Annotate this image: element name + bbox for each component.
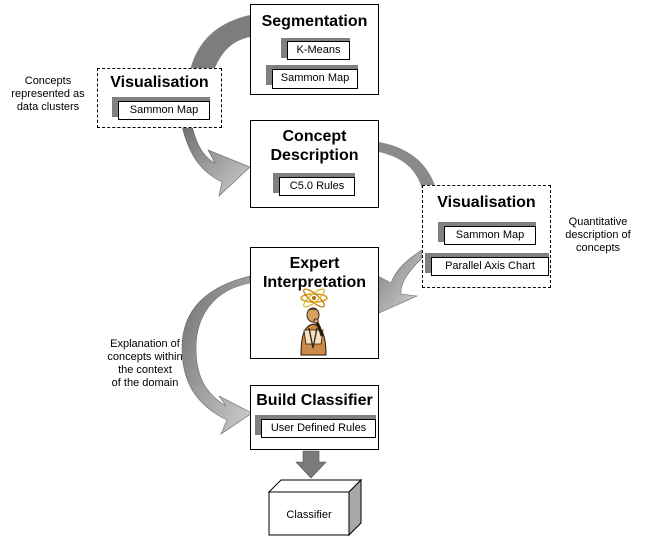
arrow-concept-to-visualisation bbox=[379, 142, 437, 192]
expert-interpretation-title: Expert Interpretation bbox=[262, 255, 367, 291]
visualisation-left-box: Visualisation Sammon Map bbox=[97, 68, 222, 128]
classifier-label: Classifier bbox=[286, 509, 332, 521]
method-chip: C5.0 Rules bbox=[273, 173, 355, 197]
segmentation-box: Segmentation K-Means Sammon Map bbox=[250, 4, 379, 95]
method-chip: User Defined Rules bbox=[255, 415, 376, 439]
arrow-expert-to-classifier bbox=[181, 275, 253, 435]
method-label: C5.0 Rules bbox=[279, 177, 355, 196]
arrow-visualisation-to-concept bbox=[181, 125, 251, 197]
visualisation-right-title: Visualisation bbox=[437, 194, 536, 211]
visualisation-right-box: Visualisation Sammon Map Parallel Axis C… bbox=[422, 185, 551, 288]
concept-description-title: Concept Description bbox=[270, 128, 359, 164]
expert-interpretation-box: Expert Interpretation bbox=[250, 247, 379, 359]
build-classifier-title: Build Classifier bbox=[256, 392, 373, 409]
method-chip: Parallel Axis Chart bbox=[425, 253, 549, 277]
arrow-visualisation-to-expert bbox=[375, 249, 423, 314]
visualisation-right-annotation: Quantitative description of concepts bbox=[565, 216, 631, 254]
method-chip: Sammon Map bbox=[112, 97, 210, 121]
visualisation-left-title: Visualisation bbox=[110, 74, 209, 91]
concept-description-box: Concept Description C5.0 Rules bbox=[250, 120, 379, 208]
expert-interpretation-annotation: Explanation of concepts within the conte… bbox=[107, 338, 183, 389]
arrow-segmentation-to-visualisation bbox=[190, 15, 250, 70]
method-chip: K-Means bbox=[281, 38, 350, 61]
method-label: K-Means bbox=[287, 41, 350, 60]
classifier-cube bbox=[267, 478, 363, 537]
method-chip: Sammon Map bbox=[266, 65, 358, 90]
segmentation-title: Segmentation bbox=[261, 13, 368, 30]
visualisation-left-annotation: Concepts represented as data clusters bbox=[11, 75, 85, 113]
method-label: Sammon Map bbox=[444, 226, 536, 245]
method-label: User Defined Rules bbox=[261, 419, 376, 438]
build-classifier-box: Build Classifier User Defined Rules bbox=[250, 385, 379, 450]
arrow-builder-to-classifier bbox=[295, 450, 327, 479]
method-label: Parallel Axis Chart bbox=[431, 257, 549, 276]
method-label: Sammon Map bbox=[272, 69, 358, 89]
thinking-expert-illustration bbox=[300, 288, 328, 356]
method-label: Sammon Map bbox=[118, 101, 210, 120]
method-chip: Sammon Map bbox=[438, 222, 536, 246]
